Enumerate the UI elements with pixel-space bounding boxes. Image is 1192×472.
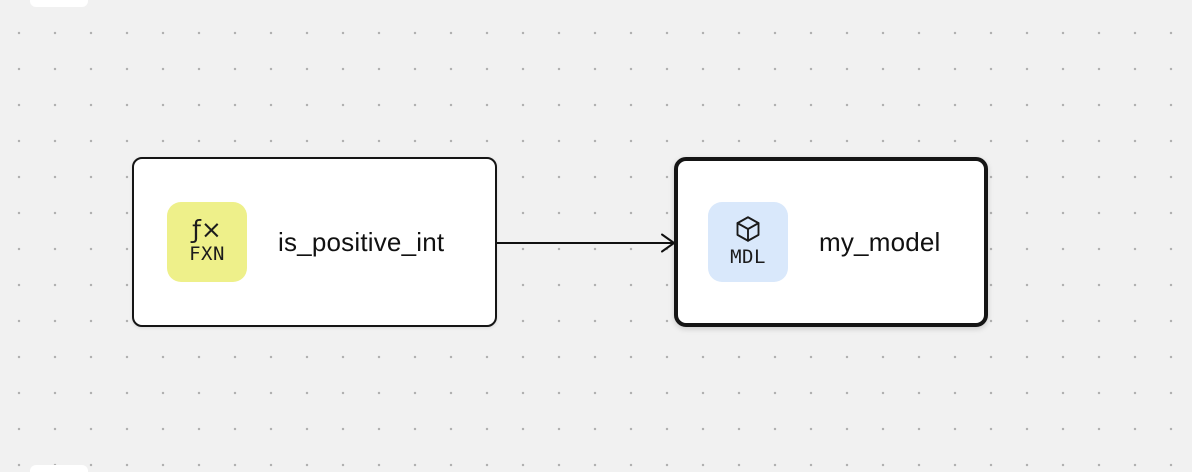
- model-badge: MDL: [708, 202, 788, 282]
- cube-icon: [733, 214, 763, 246]
- clipped-panel-bottom: [30, 465, 88, 472]
- node-label: is_positive_int: [278, 226, 445, 257]
- function-badge: ƒ× FXN: [167, 202, 247, 282]
- function-badge-label: FXN: [189, 243, 225, 266]
- node-label: my_model: [819, 226, 941, 257]
- node-is-positive-int[interactable]: ƒ× FXN is_positive_int: [132, 157, 497, 327]
- clipped-panel-top: [30, 0, 88, 7]
- edge-arrow[interactable]: [497, 231, 681, 255]
- model-badge-label: MDL: [730, 246, 766, 269]
- node-my-model[interactable]: MDL my_model: [674, 157, 988, 327]
- fx-function-icon: ƒ×: [192, 215, 222, 244]
